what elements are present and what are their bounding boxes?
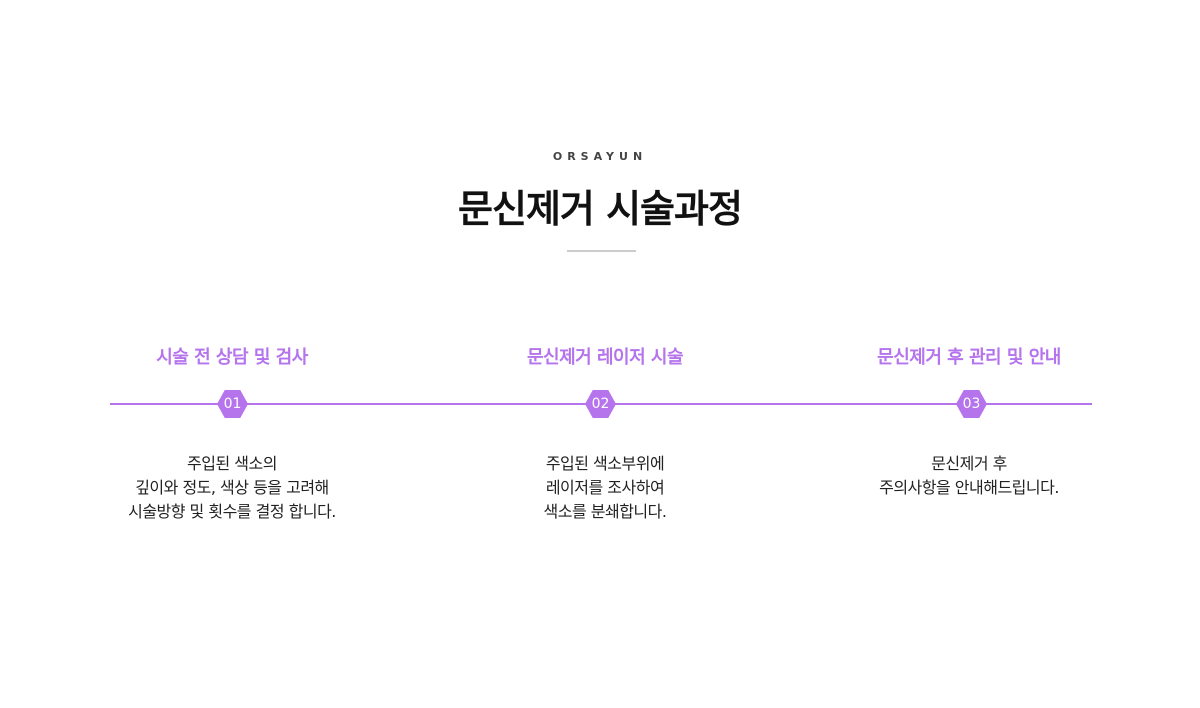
description-line: 주입된 색소부위에 — [545, 454, 665, 473]
description-line: 깊이와 정도, 색상 등을 고려해 — [135, 478, 329, 497]
step-title: 문신제거 레이저 시술 — [526, 347, 684, 368]
description-line: 시술방향 및 횟수를 결정 합니다. — [128, 502, 336, 521]
step-description: 문신제거 후 주의사항을 안내해드립니다. — [819, 452, 1119, 500]
step-description: 주입된 색소부위에 레이저를 조사하여 색소를 분쇄합니다. — [455, 452, 755, 524]
description-line: 색소를 분쇄합니다. — [543, 502, 667, 521]
description-line: 주입된 색소의 — [187, 454, 277, 473]
step-description: 주입된 색소의 깊이와 정도, 색상 등을 고려해 시술방향 및 횟수를 결정 … — [82, 452, 382, 524]
brand-label: ORSAYUN — [552, 150, 648, 163]
step-number-badge: 01 — [217, 390, 248, 418]
step-number-badge: 02 — [585, 390, 616, 418]
page-title: 문신제거 시술과정 — [458, 187, 743, 231]
step-title: 문신제거 후 관리 및 안내 — [877, 347, 1061, 368]
description-line: 문신제거 후 — [931, 454, 1007, 473]
description-line: 레이저를 조사하여 — [545, 478, 665, 497]
description-line: 주의사항을 안내해드립니다. — [879, 478, 1059, 497]
title-divider — [567, 250, 636, 252]
step-title: 시술 전 상담 및 검사 — [156, 347, 308, 368]
step-number-badge: 03 — [956, 390, 987, 418]
